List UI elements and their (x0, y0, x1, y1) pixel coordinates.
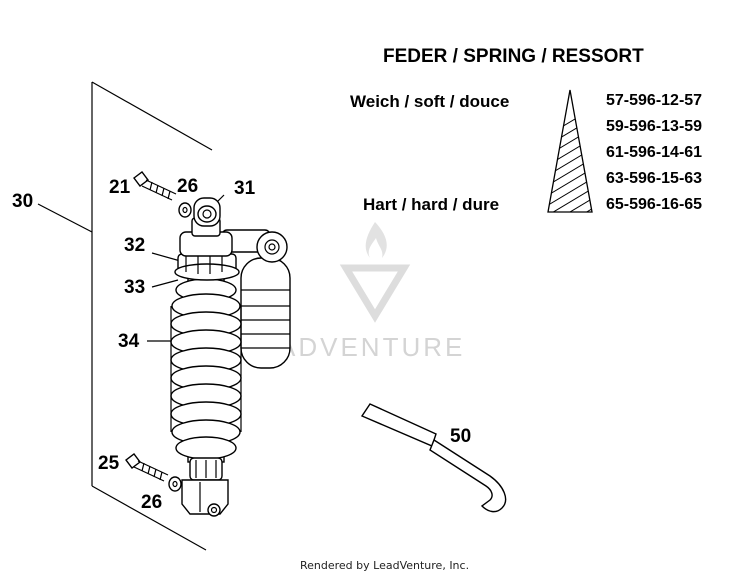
callout-32: 32 (124, 235, 145, 256)
bottom-mount-washer (168, 476, 182, 492)
spring-rate-triangle (547, 89, 593, 213)
callout-21: 21 (109, 177, 131, 198)
leader-lines (37, 194, 225, 342)
footer-credit: Rendered by LeadVenture, Inc. (300, 559, 469, 572)
callout-26-top: 26 (177, 176, 198, 197)
watermark-v-icon (339, 264, 411, 323)
top-mount-bolt (133, 171, 177, 201)
watermark-text: ADVENTURE (278, 332, 465, 362)
assembly-frame (91, 81, 213, 551)
spring-part-number: 61-596-14-61 (606, 144, 702, 161)
callout-50: 50 (450, 426, 471, 447)
watermark-flame-icon (365, 222, 387, 258)
shock-lower-clevis (181, 457, 229, 517)
bottom-mount-bolt (125, 453, 169, 482)
callout-33: 33 (124, 277, 145, 298)
hook-spanner-wrench (360, 403, 507, 513)
spring-part-number: 65-596-16-65 (606, 196, 702, 213)
spring-part-number-list: 57-596-12-57 59-596-13-59 61-596-14-61 6… (606, 92, 702, 213)
callout-30: 30 (12, 191, 33, 212)
spring-table-title: FEDER / SPRING / RESSORT (383, 46, 644, 67)
callout-34: 34 (118, 331, 140, 352)
shock-coil-spring (170, 278, 242, 460)
callout-labels: 30 21 26 31 32 33 34 25 26 50 (12, 176, 471, 513)
spring-preload-collar (174, 253, 240, 281)
top-mount-washer (178, 202, 192, 218)
shock-top-mount (179, 197, 233, 257)
spring-hard-label: Hart / hard / dure (363, 195, 499, 214)
callout-31: 31 (234, 178, 256, 199)
leadventure-watermark: ADVENTURE (278, 222, 465, 362)
spring-part-number: 63-596-15-63 (606, 170, 702, 187)
spring-part-number: 57-596-12-57 (606, 92, 702, 109)
spring-soft-label: Weich / soft / douce (350, 92, 509, 111)
shock-reservoir (221, 229, 291, 369)
spring-part-number: 59-596-13-59 (606, 118, 702, 135)
callout-26-bottom: 26 (141, 492, 162, 513)
callout-25: 25 (98, 453, 120, 474)
